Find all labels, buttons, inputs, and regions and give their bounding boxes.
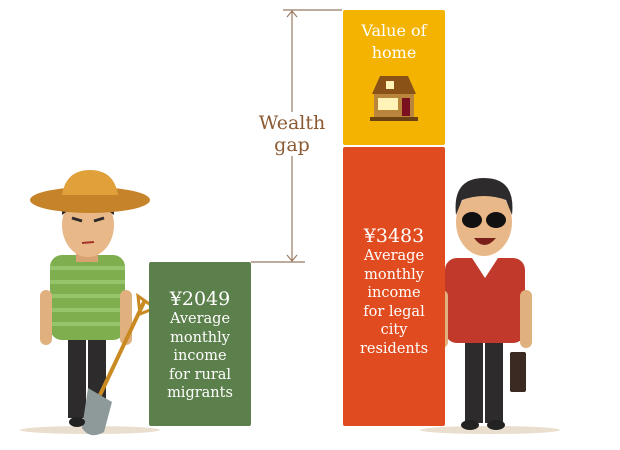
city-resident-figure: [436, 178, 532, 430]
rural-income-bar: ¥2049 Average monthly income for rural m…: [149, 262, 251, 426]
house-icon: [370, 76, 418, 121]
wealth-gap-label: Wealth gap: [250, 112, 334, 156]
rural-income-value: ¥2049: [169, 288, 231, 310]
home-value-bar: Value of home: [343, 10, 445, 145]
rural-income-label: Average monthly income for rural migrant…: [167, 311, 233, 401]
city-income-label: Average monthly income for legal city re…: [359, 248, 429, 357]
home-value-label: Value of home: [361, 21, 427, 62]
ground-shadow: [420, 426, 560, 434]
farmer-figure: [30, 170, 159, 436]
city-income-bar: ¥3483 Average monthly income for legal c…: [343, 147, 445, 426]
city-income-value: ¥3483: [363, 225, 425, 247]
